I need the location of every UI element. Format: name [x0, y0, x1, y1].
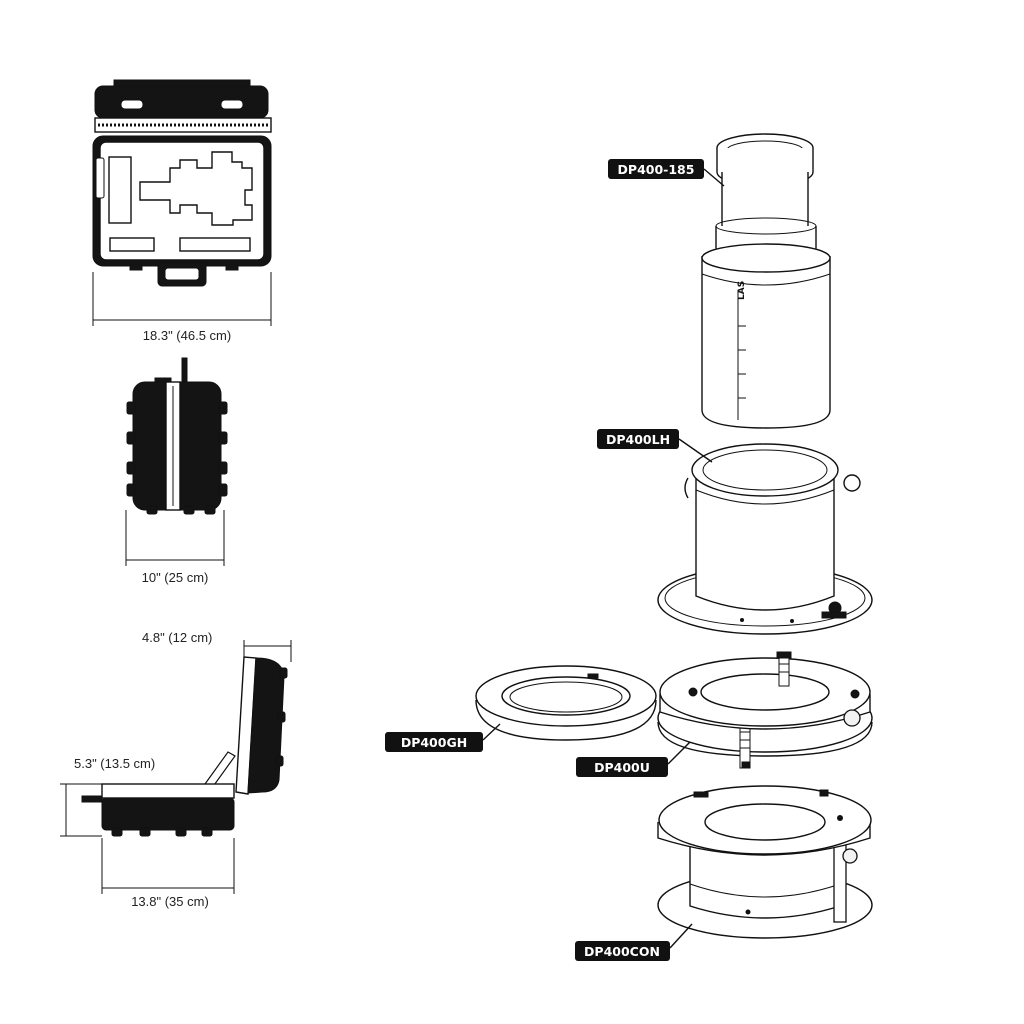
case-top-view: 18.3" (46.5 cm) [92, 79, 272, 343]
label-dp400u: DP400U [594, 760, 650, 775]
base-height-dimension: 5.3" (13.5 cm) [74, 756, 155, 771]
case-open-view: 4.8" (12 cm) 5.3" (13.5 cm) 13.8" (35 cm… [60, 630, 292, 909]
label-dp400con: DP400CON [584, 944, 660, 959]
lens-scale-marks: LAS [737, 281, 747, 300]
label-dp400gh: DP400GH [401, 735, 467, 750]
label-dp400-185: DP400-185 [618, 162, 695, 177]
connector-dp400con: DP400CON [575, 785, 873, 961]
universal-adapter-dp400u: DP400U [576, 651, 873, 777]
gel-holder-dp400gh: DP400GH [385, 665, 657, 752]
case-depth-dimension: 10" (25 cm) [142, 570, 209, 585]
lens-holder-dp400lh: DP400LH [597, 429, 873, 635]
lens-dp400-185: LAS DP400-185 [608, 133, 831, 429]
case-side-view: 10" (25 cm) [125, 357, 228, 585]
case-width-dimension: 18.3" (46.5 cm) [143, 328, 231, 343]
lid-thickness-dimension: 4.8" (12 cm) [142, 630, 212, 645]
base-length-dimension: 13.8" (35 cm) [131, 894, 209, 909]
label-dp400lh: DP400LH [606, 432, 670, 447]
